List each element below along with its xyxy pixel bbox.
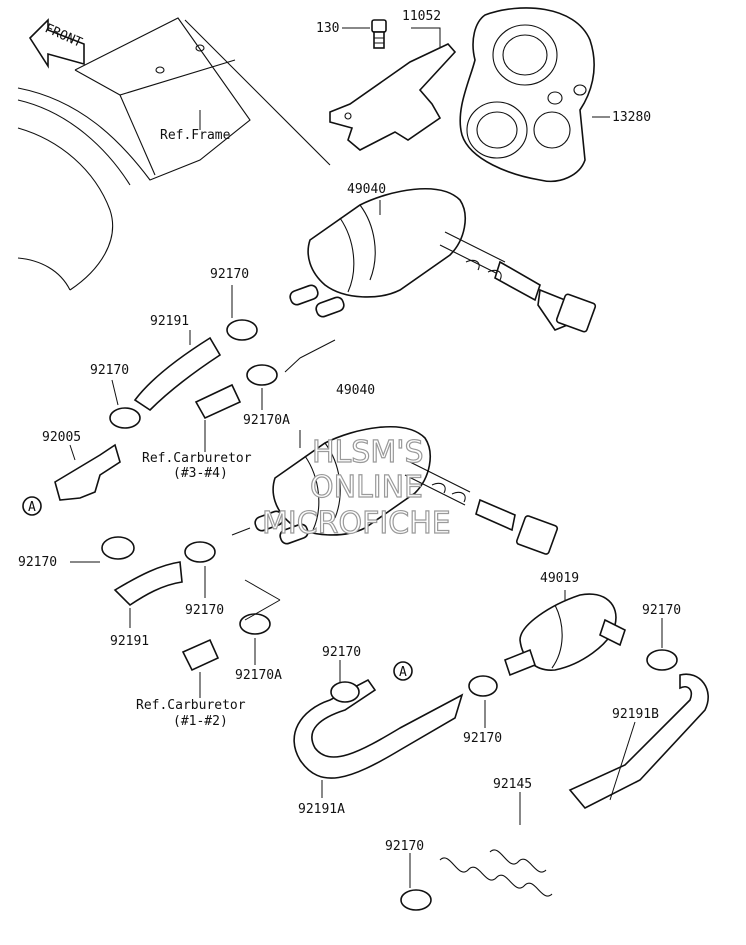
callout-92170a-top: 92170A xyxy=(243,413,290,428)
clamp-icon xyxy=(101,319,678,911)
callout-92170-e: 92170 xyxy=(642,603,681,618)
callout-49040-mid: 49040 xyxy=(336,383,375,398)
part-labels: 130 11052 13280 Ref.Frame 49040 92170 92… xyxy=(18,9,681,854)
callout-92005: 92005 xyxy=(42,430,81,445)
callout-92170-g: 92170 xyxy=(463,731,502,746)
bolt-130 xyxy=(371,19,387,49)
callout-92170a-mid: 92170A xyxy=(235,668,282,683)
callout-11052: 11052 xyxy=(402,9,441,24)
watermark-line-3: MICROFICHE xyxy=(262,506,451,541)
callout-49019: 49019 xyxy=(540,571,579,586)
callout-92170-d: 92170 xyxy=(185,603,224,618)
pump-holder-13280 xyxy=(459,7,595,182)
watermark-line-2: ONLINE xyxy=(310,470,423,505)
joint-92005 xyxy=(54,443,121,501)
callout-92170-f: 92170 xyxy=(322,645,361,660)
callout-92170-b: 92170 xyxy=(90,363,129,378)
marker-a-right-circle xyxy=(393,661,413,681)
fuel-filter-49040-top xyxy=(289,188,597,333)
callout-130: 130 xyxy=(316,21,339,36)
callout-ref-carburetor-34-sub: (#3-#4) xyxy=(173,466,228,481)
watermark: HLSM'S ONLINE MICROFICHE xyxy=(261,434,451,541)
carb-pipe-34 xyxy=(194,383,242,420)
carb-pipe-12 xyxy=(181,638,220,672)
callout-13280: 13280 xyxy=(612,110,651,125)
fuel-filter-49040-mid xyxy=(254,426,559,555)
marker-a-right: A xyxy=(399,665,407,680)
leader-lines xyxy=(69,27,663,888)
callout-92191-top: 92191 xyxy=(150,314,189,329)
bracket-11052 xyxy=(329,43,457,151)
fuel-filter-49019 xyxy=(504,593,626,677)
callout-ref-carburetor-12-sub: (#1-#2) xyxy=(173,714,228,729)
callout-92191b: 92191B xyxy=(612,707,659,722)
callout-ref-carburetor-34: Ref.Carburetor xyxy=(142,451,252,466)
marker-a-left: A xyxy=(28,500,36,515)
callout-92170-a: 92170 xyxy=(210,267,249,282)
marker-a-left-circle xyxy=(22,496,42,516)
hose-92191b xyxy=(568,673,709,810)
callout-92191a: 92191A xyxy=(298,802,345,817)
frame-outline xyxy=(17,17,331,291)
hose-92191-mid xyxy=(113,561,183,607)
callout-92170-c: 92170 xyxy=(18,555,57,570)
callout-92170-h: 92170 xyxy=(385,839,424,854)
callout-49040-top: 49040 xyxy=(347,182,386,197)
hose-92191-top xyxy=(133,336,222,412)
callout-ref-frame: Ref.Frame xyxy=(160,128,231,143)
hose-92191a xyxy=(293,678,464,779)
watermark-line-1: HLSM'S xyxy=(312,435,424,470)
callout-92191-mid: 92191 xyxy=(110,634,149,649)
callout-ref-carburetor-12: Ref.Carburetor xyxy=(136,698,246,713)
callout-92145: 92145 xyxy=(493,777,532,792)
spring-92145 xyxy=(439,849,553,897)
front-arrow-icon: FRONT xyxy=(28,18,85,69)
